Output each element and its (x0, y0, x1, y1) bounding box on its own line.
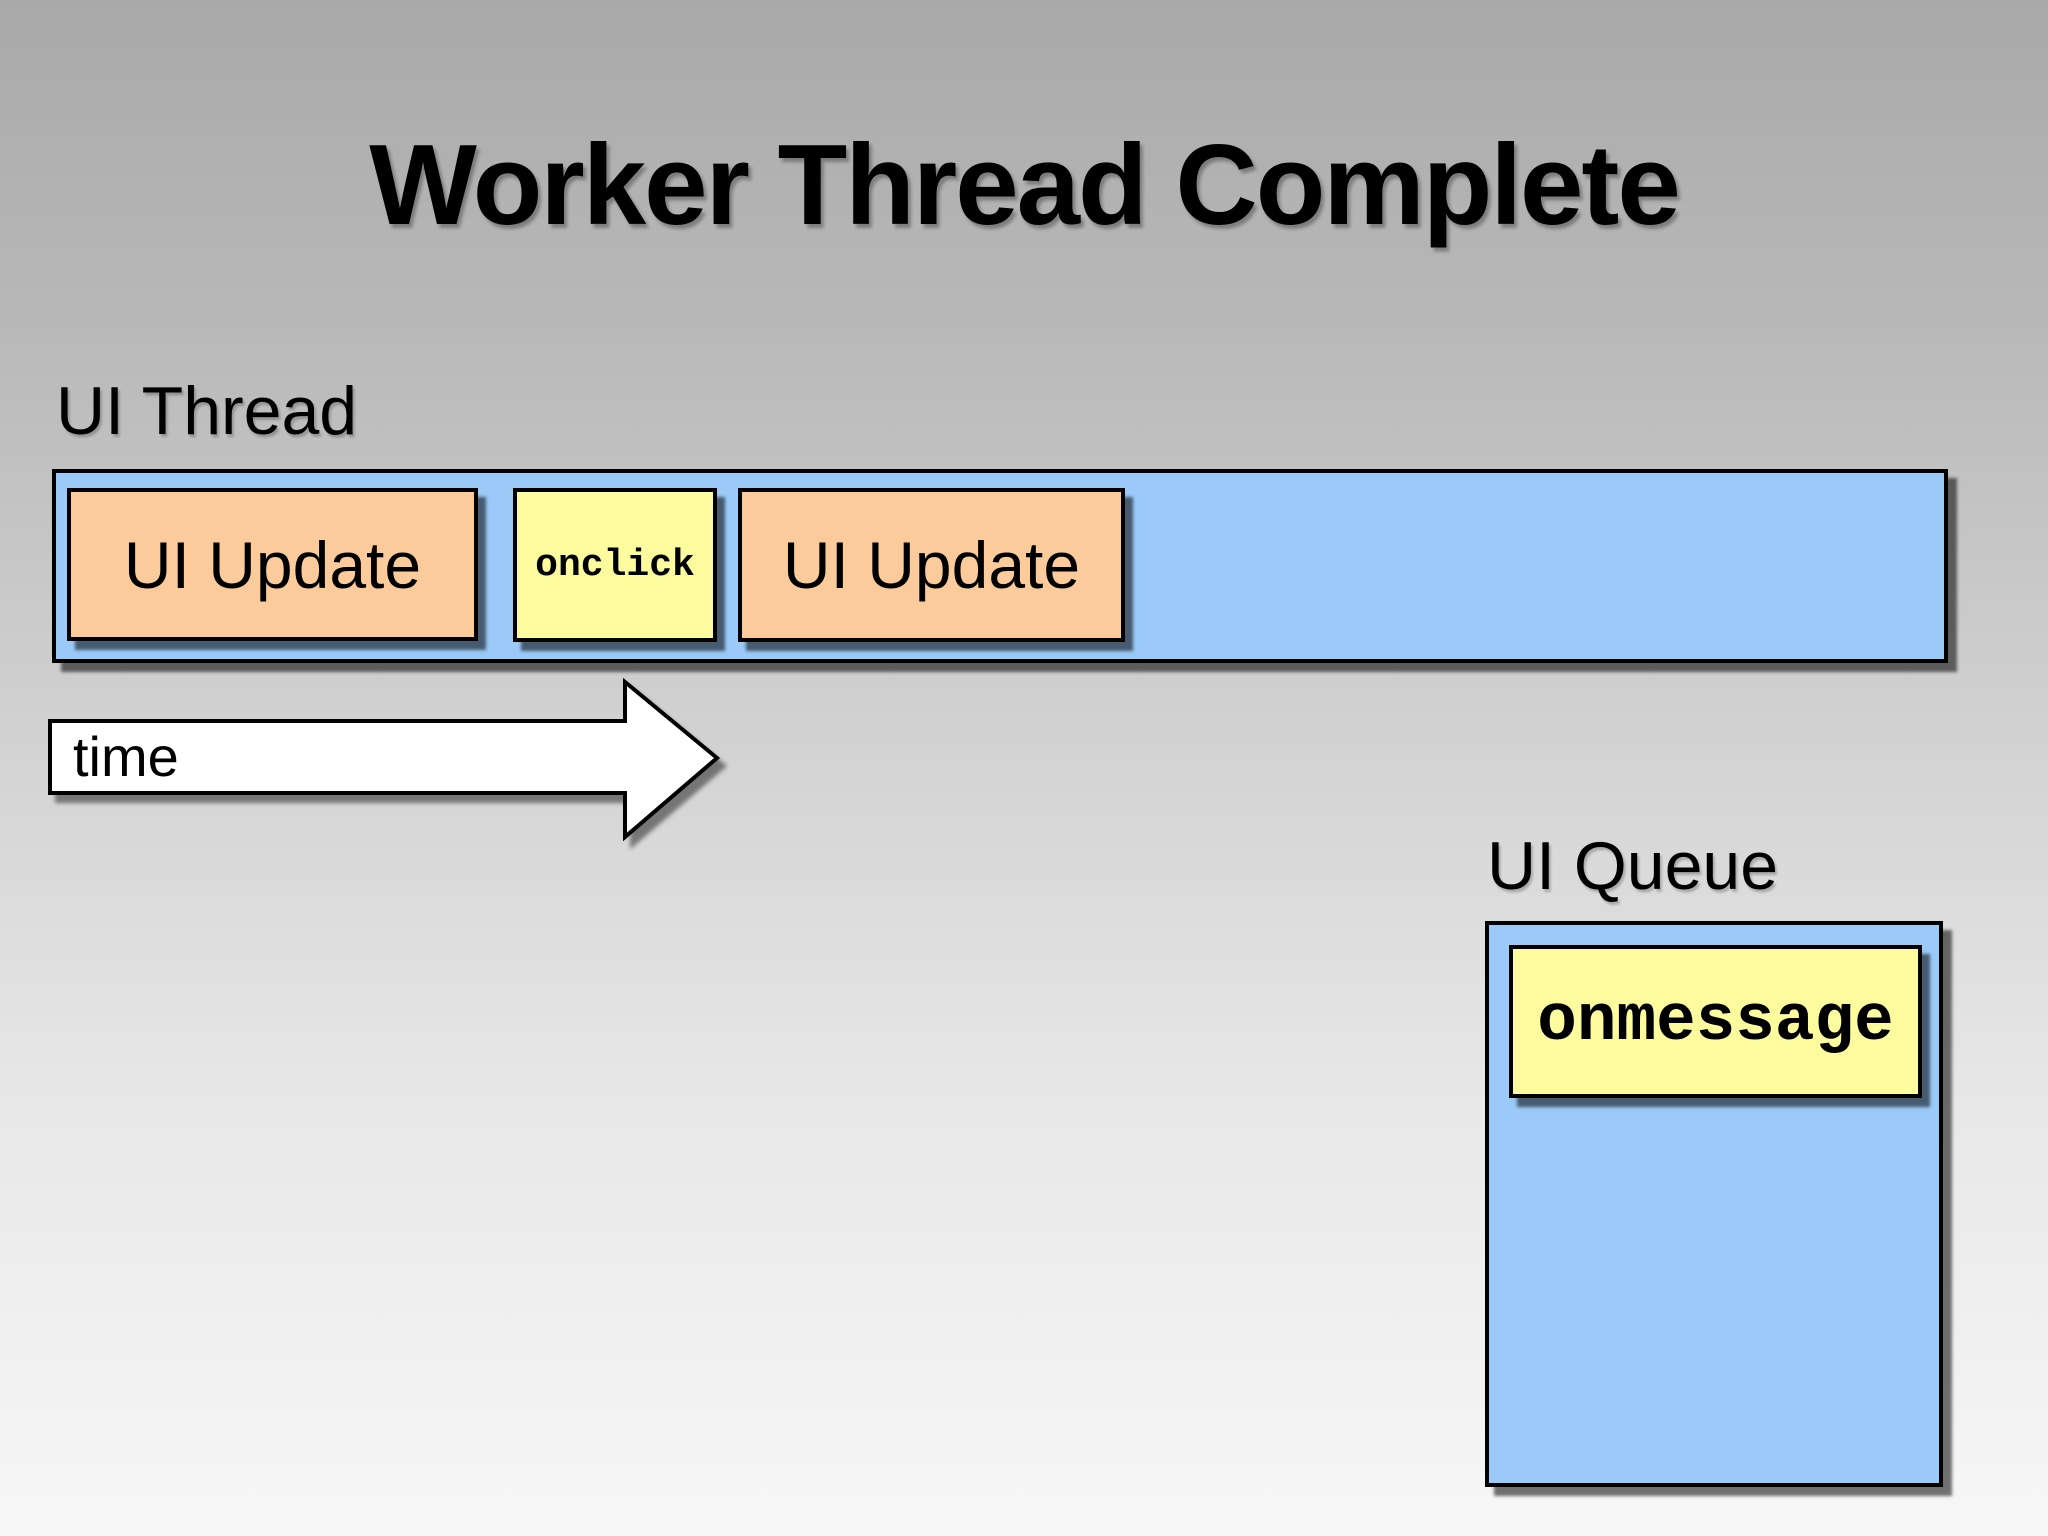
time-arrow-icon (48, 677, 721, 842)
onmessage-block: onmessage (1509, 945, 1922, 1098)
onclick-block: onclick (513, 488, 717, 642)
ui-thread-label: UI Thread (56, 373, 358, 449)
ui-update-block-2: UI Update (738, 488, 1125, 642)
ui-queue-label: UI Queue (1487, 828, 1779, 904)
time-arrow-label: time (73, 725, 179, 788)
ui-update-block-1: UI Update (67, 488, 478, 641)
slide-title: Worker Thread Complete (369, 122, 1681, 249)
